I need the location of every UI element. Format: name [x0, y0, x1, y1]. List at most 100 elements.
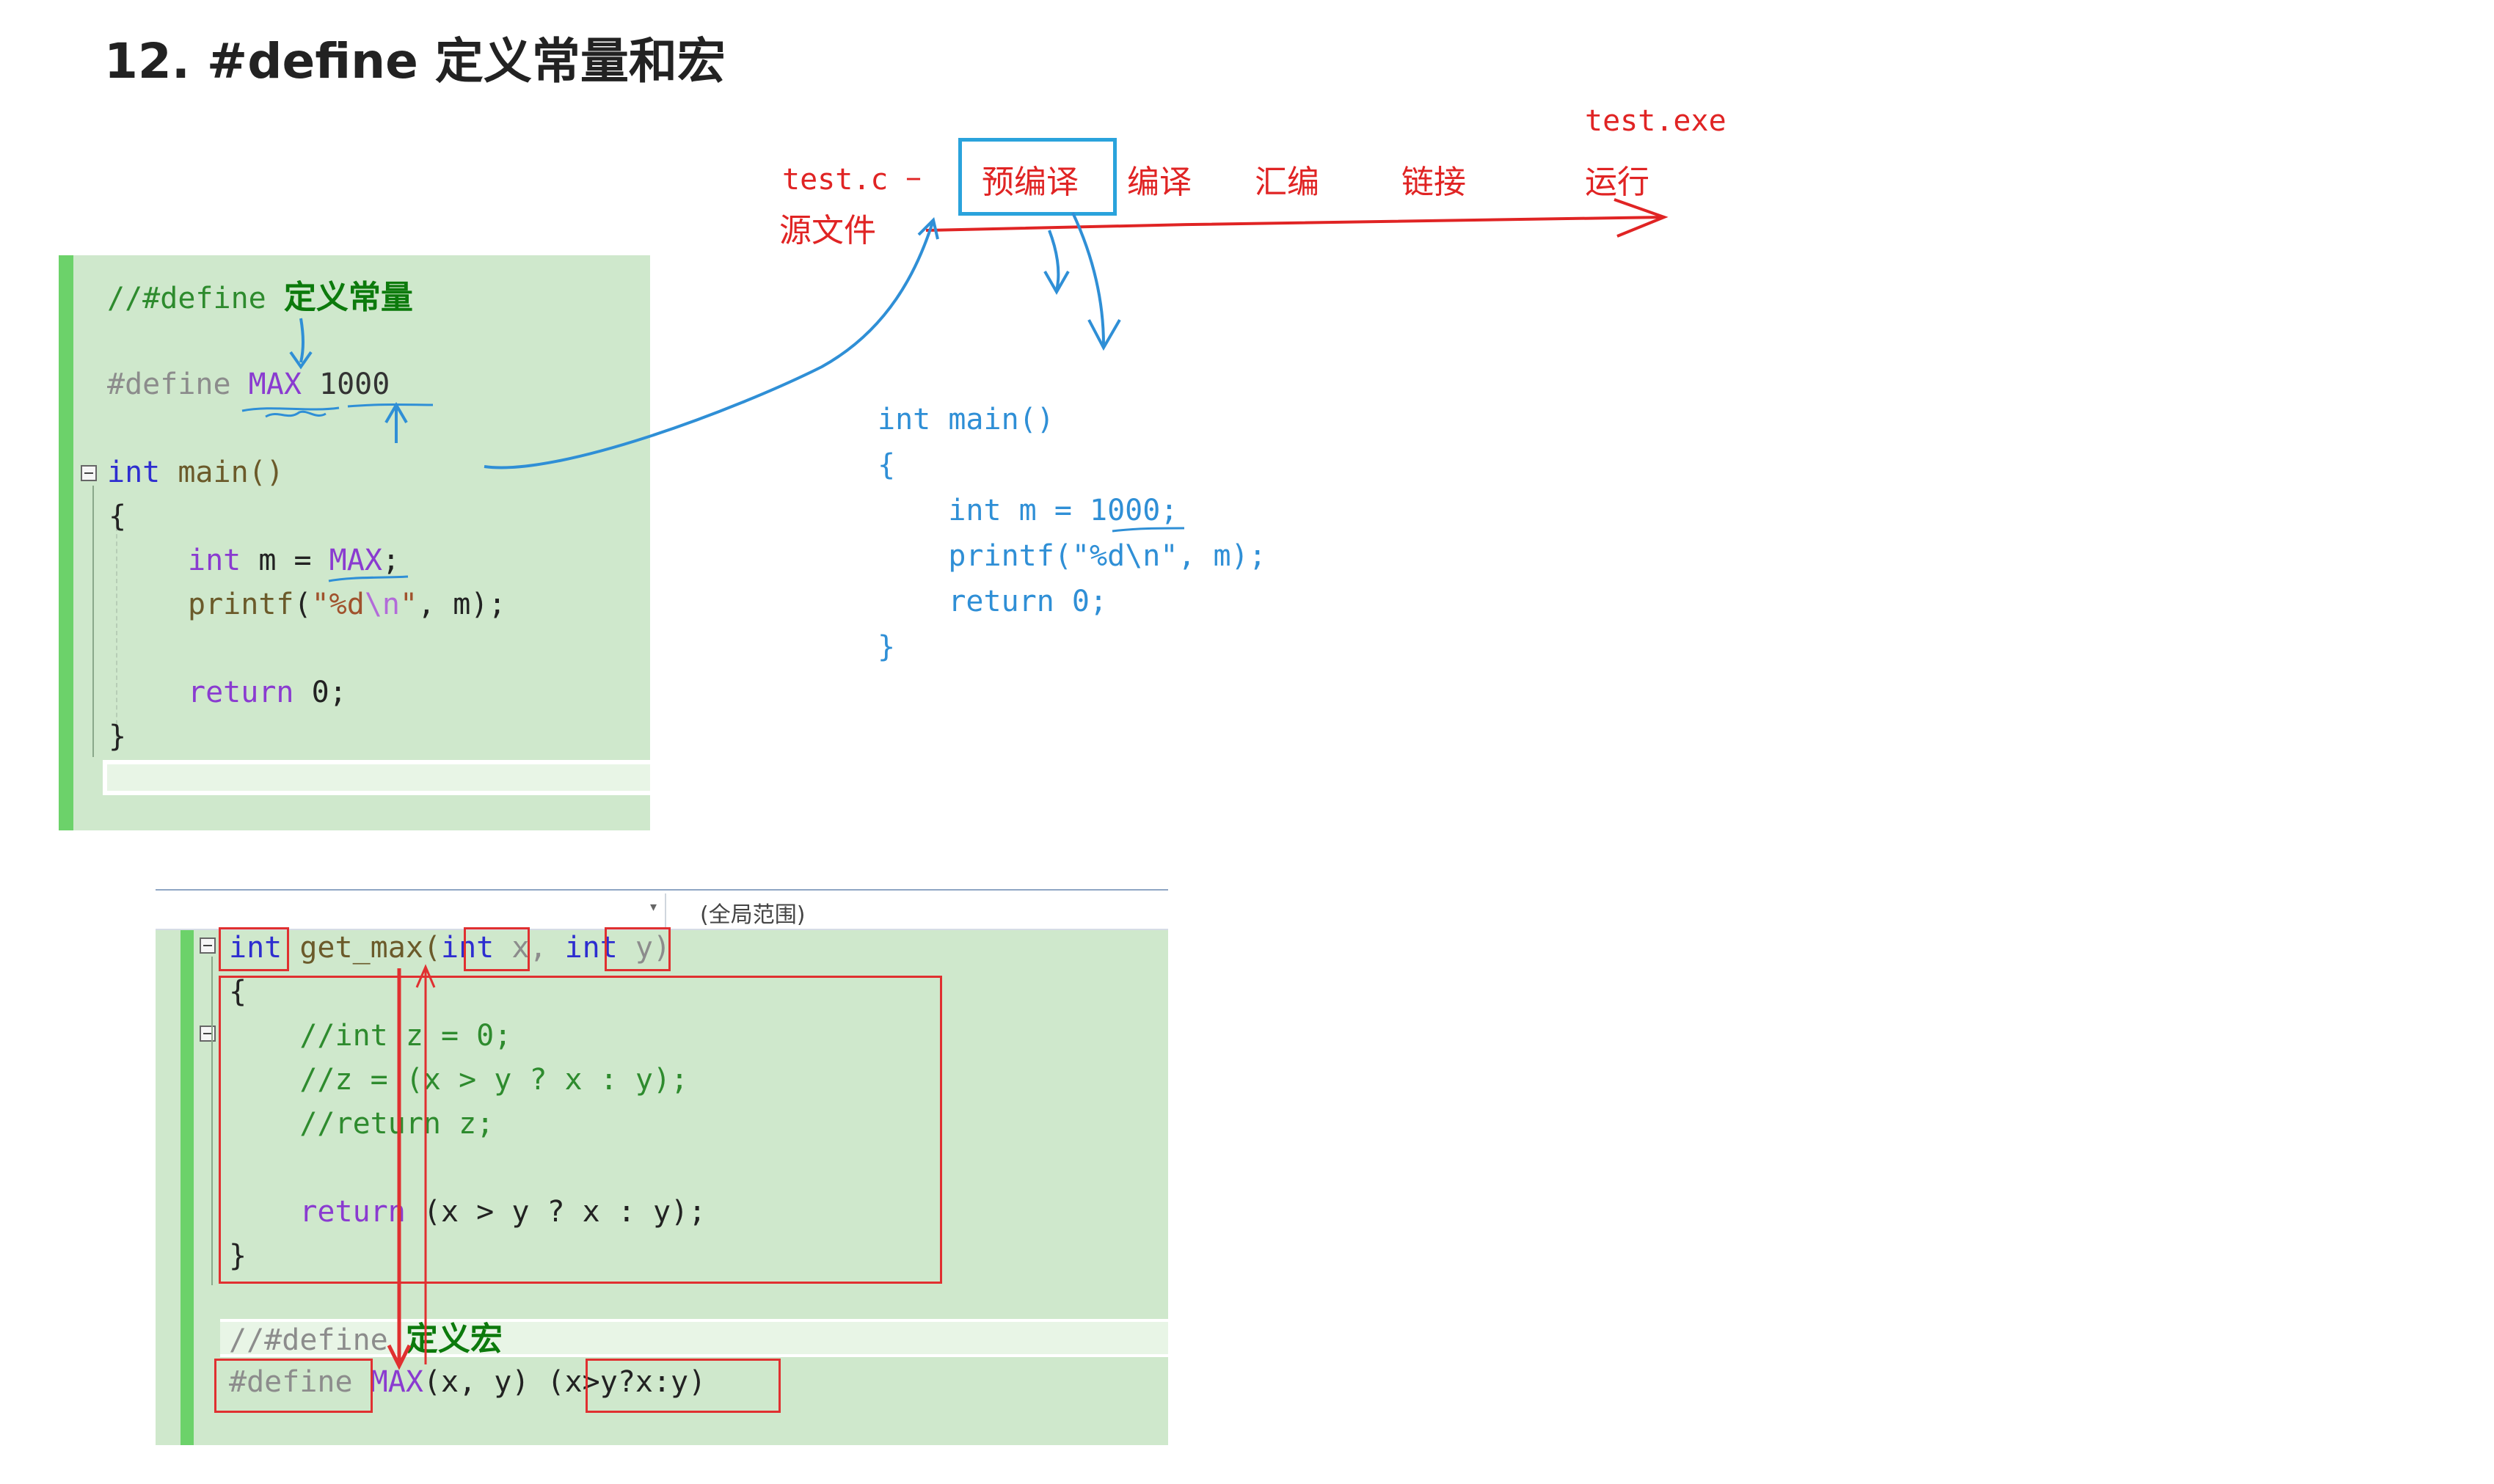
param-type-highlight-box — [464, 927, 530, 971]
editor-gutter-bar — [59, 255, 73, 830]
function-body-highlight-box — [219, 976, 942, 1284]
return-value: 0; — [293, 676, 347, 709]
expanded-line-5: return 0; — [878, 585, 1108, 618]
code-line-comment-int-z: //int z = 0; — [229, 1019, 512, 1053]
macro-value-underline — [347, 403, 434, 408]
source-file-label: 源文件 — [779, 212, 876, 249]
main-signature: main() — [160, 456, 284, 489]
code-line-comment-return: //return z; — [229, 1107, 495, 1141]
code-line-close-brace: } — [229, 1239, 247, 1273]
block-guide — [92, 486, 94, 757]
assign-text: m = — [241, 544, 329, 577]
fold-toggle-icon[interactable] — [200, 937, 216, 954]
source-link-curve — [484, 219, 935, 469]
macro-name-arrow — [299, 318, 305, 363]
scope-selector[interactable]: (全局范围) — [700, 902, 806, 928]
output-exe-name: test.exe — [1585, 104, 1727, 138]
escape-sequence: \n — [364, 588, 401, 621]
stage-assemble: 汇编 — [1255, 164, 1319, 201]
code-line-define: #define MAX 1000 — [107, 370, 390, 399]
define-macro-code-panel: ▾ (全局范围) int get_max(int x, int y) { //i… — [156, 889, 1168, 1445]
macro-param-arrow-head — [387, 1344, 412, 1370]
macro-body-highlight-box — [586, 1359, 781, 1413]
scope-divider — [665, 893, 666, 929]
paren: ( — [293, 588, 312, 621]
fold-toggle-icon[interactable] — [81, 465, 97, 481]
code-line-printf: printf("%d\n", m); — [188, 590, 506, 619]
code-line-int-m: int m = MAX; — [188, 546, 400, 575]
printf-args: , m); — [418, 588, 506, 621]
dropdown-arrow-icon[interactable]: ▾ — [650, 899, 657, 915]
block-guide — [211, 957, 213, 1285]
code-line-comment: //#define 定义常量 — [107, 282, 413, 314]
stage-precompile: 预编译 — [982, 164, 1079, 201]
macro-name-underline — [241, 406, 340, 412]
int-keyword: int — [188, 544, 241, 577]
expanded-line-2: { — [878, 448, 896, 482]
define-keyword-highlight-box — [214, 1359, 373, 1413]
macro-params: (x, y) — [423, 1365, 547, 1399]
comment-text: //#define — [229, 1323, 406, 1357]
macro-body: (x>y?x:y) — [547, 1365, 707, 1399]
precompile-highlight-box — [958, 138, 1117, 216]
int-keyword: int — [229, 931, 282, 965]
scope-navigation-bar: ▾ (全局范围) — [156, 889, 1168, 930]
int-keyword: int — [564, 931, 618, 965]
macro-return-arrow-head — [415, 964, 436, 988]
return-keyword: return — [229, 1195, 406, 1229]
return-type-highlight-box — [219, 927, 289, 971]
define-keyword: #define — [229, 1365, 353, 1399]
define-keyword: #define — [107, 368, 231, 401]
int-keyword: int — [441, 931, 495, 965]
editor-gutter-bar — [181, 930, 194, 1445]
macro-name-arrow-head — [289, 351, 313, 370]
code-line-comment-z-assign: //z = (x > y ? x : y); — [229, 1063, 689, 1097]
code-line-open-brace: { — [229, 975, 247, 1009]
semicolon: ; — [382, 544, 401, 577]
comment-text: //#define — [107, 282, 284, 315]
current-line-highlight — [103, 760, 650, 795]
pipeline-arrow-head — [1614, 198, 1669, 238]
macro-usage-underline — [328, 575, 409, 582]
comment-cn-text: 定义宏 — [405, 1320, 503, 1358]
stage-link: 链接 — [1401, 164, 1466, 201]
macro-usage: MAX — [329, 544, 382, 577]
code-line-get-max-signature: int get_max(int x, int y) — [229, 933, 671, 962]
macro-value-arrow-head — [384, 402, 408, 424]
macro-name-scribble — [265, 410, 327, 418]
comment-cn-text: 定义常量 — [283, 279, 413, 316]
expanded-value-underline — [1112, 527, 1185, 533]
expanded-line-4: printf("%d\n", m); — [878, 539, 1266, 573]
source-file-name: test.c — [782, 163, 889, 197]
page-title: 12. #define 定义常量和宏 — [104, 33, 726, 89]
precompile-arrow-1 — [1048, 230, 1060, 291]
code-line-macro-comment: //#define 定义宏 — [229, 1323, 503, 1356]
macro-name: MAX — [352, 1365, 423, 1399]
expanded-line-6: } — [878, 630, 896, 664]
format-string-start: "%d — [311, 588, 365, 621]
param-type-highlight-box — [605, 927, 671, 971]
return-keyword: return — [188, 676, 294, 709]
expanded-line-1: int main() — [878, 403, 1054, 436]
precompile-arrow-2 — [1071, 212, 1105, 346]
precompile-arrow-2-head — [1087, 318, 1121, 351]
define-constant-code-panel: //#define 定义常量 #define MAX 1000 int main… — [59, 255, 650, 830]
code-line-main: int main() — [107, 458, 284, 487]
param-y: y) — [617, 931, 671, 965]
macro-value: 1000 — [319, 368, 390, 401]
expanded-line-3: int m = 1000; — [878, 494, 1178, 527]
source-dash: – — [905, 158, 922, 196]
stage-run: 运行 — [1585, 164, 1649, 201]
code-line-return-ternary: return (x > y ? x : y); — [229, 1197, 706, 1227]
macro-name: MAX — [248, 368, 302, 401]
format-string-end: " — [400, 588, 418, 621]
int-keyword: int — [107, 456, 161, 489]
printf-function: printf — [188, 588, 294, 621]
current-line-highlight — [220, 1319, 1168, 1357]
code-line-close-brace: } — [109, 720, 127, 753]
code-line-open-brace: { — [109, 500, 127, 533]
code-line-define-macro: #define MAX(x, y) (x>y?x:y) — [229, 1367, 706, 1397]
ternary-expression: (x > y ? x : y); — [405, 1195, 707, 1229]
indent-guide — [116, 527, 117, 739]
